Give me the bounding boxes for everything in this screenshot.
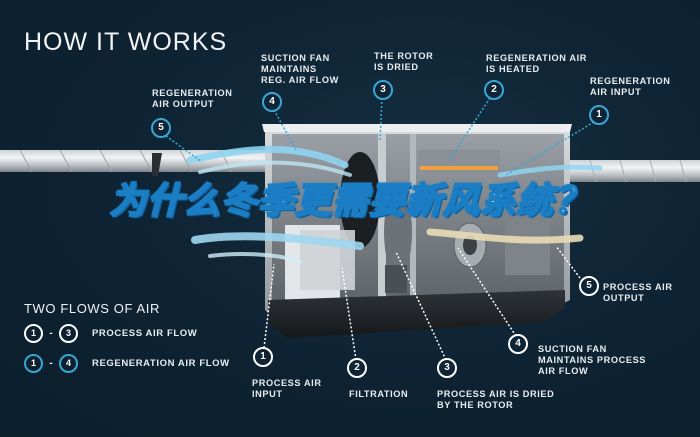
overlay-title: 为什么冬季更需要新风系统？ <box>109 180 592 223</box>
page-title: HOW IT WORKS <box>24 28 228 56</box>
legend-label: PROCESS AIR FLOW <box>92 327 198 339</box>
machine-housing <box>262 124 572 338</box>
callout-label-suction-fan-process: SUCTION FAN MAINTAINS PROCESS AIR FLOW <box>538 344 647 376</box>
callout-label-process-air-dried: PROCESS AIR IS DRIED BY THE ROTOR <box>437 389 555 410</box>
callout-label-process-air-output: PROCESS AIR OUTPUT <box>603 282 673 303</box>
callout-label-regeneration-air-output: REGENERATION AIR OUTPUT <box>152 88 233 109</box>
callout-label-regen-air-input: REGENERATION AIR INPUT <box>590 76 671 97</box>
legend-row-process-air-flow: 1 - 3 PROCESS AIR FLOW <box>24 322 197 344</box>
leader-lines <box>165 97 595 361</box>
callout-number-5-bottom: 5 <box>579 276 599 296</box>
callout-number-4-top: 4 <box>262 92 282 112</box>
legend-dash: - <box>49 357 53 369</box>
callout-number-2-bottom: 2 <box>347 358 367 378</box>
process-air-stream <box>191 228 584 264</box>
callout-label-rotor-dried: THE ROTOR IS DRIED <box>374 51 434 72</box>
legend-start-number: 1 <box>24 323 43 343</box>
callout-label-filtration: FILTRATION <box>349 389 409 399</box>
callout-number-1-top: 1 <box>589 105 609 125</box>
legend-label: REGENERATION AIR FLOW <box>92 357 230 369</box>
regeneration-air-stream <box>186 145 603 178</box>
callout-number-3-top: 3 <box>373 80 393 100</box>
legend-dash: - <box>49 327 53 339</box>
callout-number-5-top: 5 <box>151 118 171 138</box>
legend-title: TWO FLOWS OF AIR <box>24 301 160 316</box>
callout-label-process-air-input: PROCESS AIR INPUT <box>252 378 322 399</box>
callout-number-1-bottom: 1 <box>253 347 273 367</box>
callout-number-4-bottom: 4 <box>508 334 528 354</box>
legend-end-number: 3 <box>59 323 78 343</box>
legend-start-number: 1 <box>24 353 43 373</box>
callout-label-suction-fan-reg: SUCTION FAN MAINTAINS REG. AIR FLOW <box>261 53 339 85</box>
legend-end-number: 4 <box>59 353 78 373</box>
callout-number-3-bottom: 3 <box>437 358 457 378</box>
legend-row-regeneration-air-flow: 1 - 4 REGENERATION AIR FLOW <box>24 352 230 374</box>
callout-label-regen-air-heated: REGENERATION AIR IS HEATED <box>486 53 587 74</box>
callout-number-2-top: 2 <box>484 80 504 100</box>
